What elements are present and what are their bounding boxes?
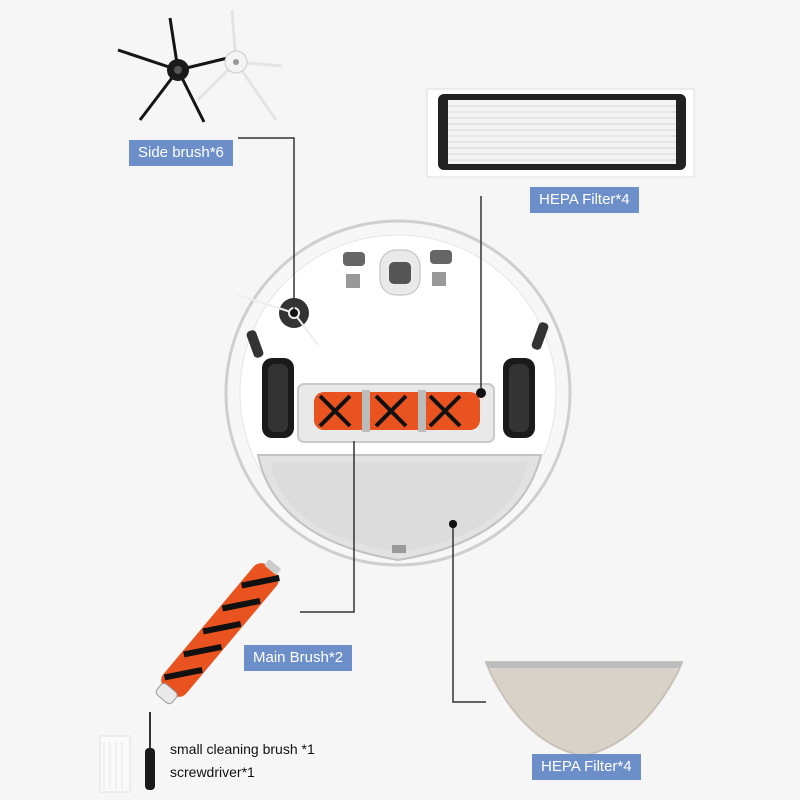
- side-brush-leader-dot: [290, 309, 298, 317]
- side-brush-black-image: [117, 17, 237, 123]
- cleaning-tools-image: [99, 712, 155, 793]
- hepa-filter-label-bottom: HEPA Filter*4: [532, 754, 641, 780]
- main-brush-label: Main Brush*2: [244, 645, 353, 671]
- side-brush-white-image: [196, 9, 283, 121]
- mop-pad-image: [484, 661, 684, 758]
- main-brush-image: [155, 559, 281, 705]
- robot-vacuum-underside-image: [224, 219, 572, 567]
- main-brush-leader-line: [300, 441, 355, 613]
- mop-pad-leader-line: [452, 524, 486, 703]
- side-brush-label: Side brush*6: [129, 140, 233, 166]
- hepa-filter-leader-dot: [477, 389, 485, 397]
- side-brush-leader-line: [238, 137, 295, 313]
- hepa-filter-image: [426, 88, 695, 178]
- hepa-filter-label-top: HEPA Filter*4: [530, 187, 639, 213]
- mop-pad-leader-dot: [449, 520, 457, 528]
- screwdriver-caption: screwdriver*1: [170, 764, 255, 780]
- small-cleaning-brush-caption: small cleaning brush *1: [170, 741, 315, 757]
